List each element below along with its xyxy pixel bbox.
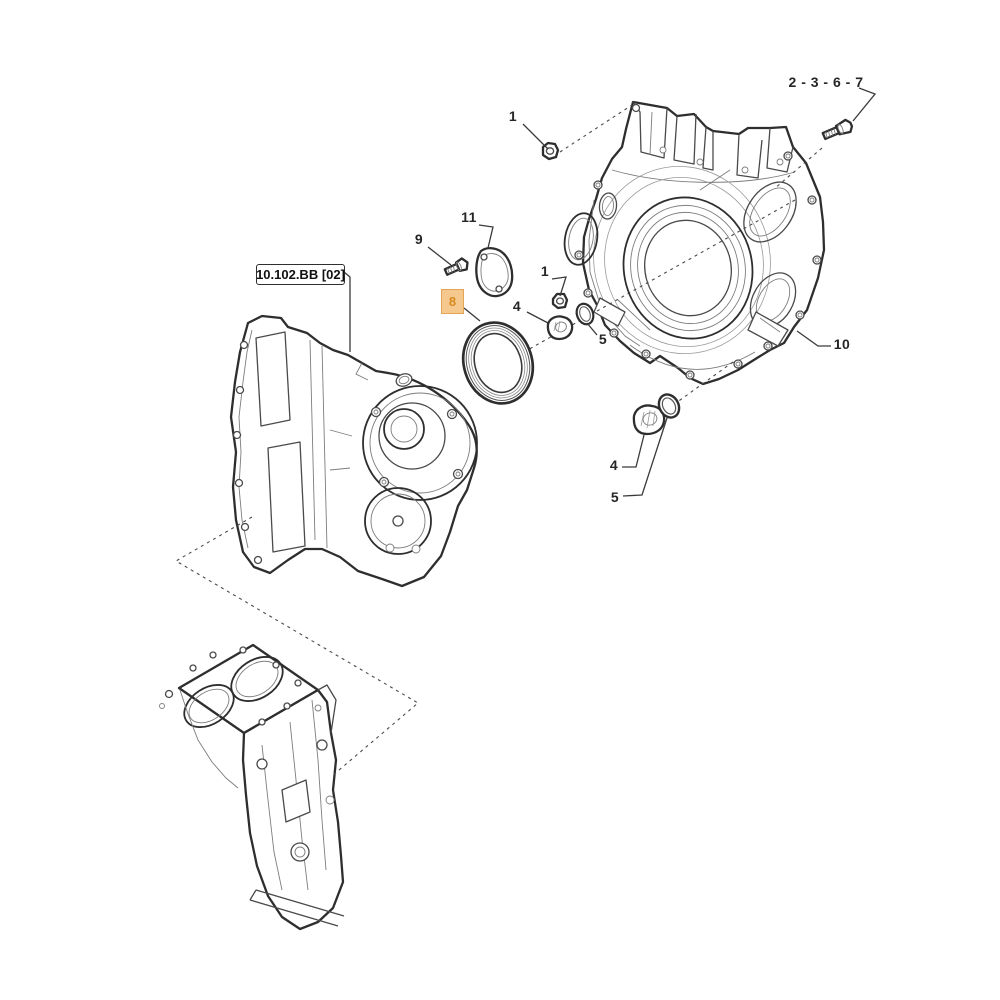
cover-lower-boss — [364, 487, 432, 555]
callout-2-3-6-7[interactable]: 2 - 3 - 6 - 7 — [788, 74, 864, 90]
lower-oring-drawing — [657, 393, 681, 419]
timing-gear-cover-drawing — [229, 314, 478, 588]
reference-box-connector — [343, 271, 351, 352]
callout-leader-lines — [343, 87, 877, 497]
middle-plug-drawing — [546, 315, 574, 341]
flywheel-housing-drawing — [563, 100, 826, 386]
deck-bolt-holes — [159, 646, 302, 726]
callout-5-lower[interactable]: 5 — [610, 489, 620, 505]
callout-1-middle[interactable]: 1 — [540, 263, 550, 279]
gasket-11-drawing — [475, 247, 514, 298]
seal-8-drawing — [461, 321, 535, 405]
callout-8-highlighted[interactable]: 8 — [441, 289, 464, 314]
lower-plug-drawing — [632, 404, 666, 436]
callout-5-middle[interactable]: 5 — [598, 331, 608, 347]
callout-9[interactable]: 9 — [414, 231, 424, 247]
cover-flange-holes — [232, 340, 263, 565]
callout-4-middle[interactable]: 4 — [512, 298, 522, 314]
middle-nut-drawing — [551, 292, 569, 310]
housing-crank-bore — [593, 165, 771, 355]
callout-1-upper[interactable]: 1 — [508, 108, 518, 124]
middle-oring-drawing — [575, 302, 595, 326]
housing-bolt-holes — [574, 151, 822, 380]
block-face-details — [179, 689, 345, 927]
housing-top-brackets — [631, 101, 794, 179]
housing-side-openings — [563, 181, 797, 328]
engine-block-drawing — [159, 643, 345, 931]
callout-4-lower[interactable]: 4 — [609, 457, 619, 473]
bolt-set-drawing — [821, 118, 854, 141]
cover-main-boss — [362, 373, 478, 501]
callout-11[interactable]: 11 — [461, 209, 477, 225]
callout-10[interactable]: 10 — [833, 336, 851, 352]
section-reference-box[interactable]: 10.102.BB [02] — [256, 264, 345, 285]
bolt-9-drawing — [443, 257, 469, 276]
